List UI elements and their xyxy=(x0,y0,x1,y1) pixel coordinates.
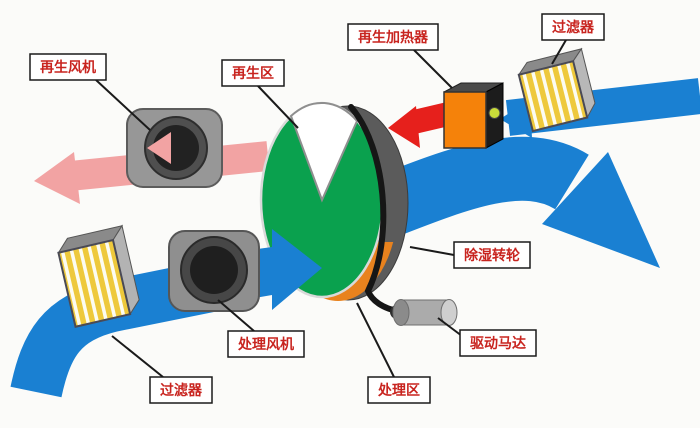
label-filter-bottom-text: 过滤器 xyxy=(160,382,203,399)
label-drive-motor: 驱动马达 xyxy=(437,317,537,357)
label-filter-top: 过滤器 xyxy=(541,13,605,65)
regen-fan-flow-icon xyxy=(147,132,171,164)
wheel-regen-sector xyxy=(289,102,359,203)
filter-top-right xyxy=(517,47,596,133)
process-fan xyxy=(168,230,260,312)
label-wheel-text: 除湿转轮 xyxy=(464,247,520,264)
label-regen-heater: 再生加热器 xyxy=(347,23,453,89)
filter-bottom-left xyxy=(57,224,140,328)
label-filter-top-text: 过滤器 xyxy=(552,19,595,36)
label-regen-zone-text: 再生区 xyxy=(232,65,274,82)
label-wheel: 除湿转轮 xyxy=(409,241,531,269)
label-process-zone: 处理区 xyxy=(356,302,431,404)
labels: 再生风机 再生区 再生加热器 过滤器 除湿转轮 驱动马达 xyxy=(29,13,605,404)
label-process-fan: 处理风机 xyxy=(217,299,305,358)
label-regen-zone: 再生区 xyxy=(221,59,299,129)
label-regen-fan-text: 再生风机 xyxy=(40,59,96,76)
label-regen-heater-text: 再生加热器 xyxy=(358,29,429,46)
regen-fan xyxy=(126,108,223,188)
label-filter-bottom: 过滤器 xyxy=(111,335,213,404)
regen-heater xyxy=(443,82,504,149)
hot-air-arrow xyxy=(388,102,451,148)
drive-motor xyxy=(392,299,458,326)
drive-belt xyxy=(348,104,400,314)
label-process-fan-text: 处理风机 xyxy=(237,336,294,353)
label-process-zone-text: 处理区 xyxy=(377,382,420,399)
heater-indicator-dot xyxy=(488,107,501,119)
label-drive-motor-text: 驱动马达 xyxy=(470,335,526,352)
label-regen-fan: 再生风机 xyxy=(29,53,151,131)
